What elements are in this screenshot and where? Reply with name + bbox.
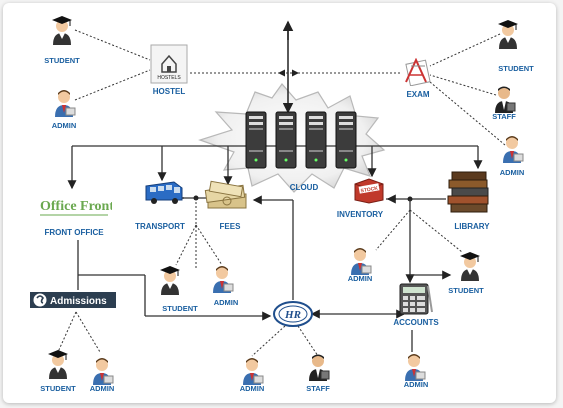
admissions-logo-text: Admissions xyxy=(50,296,107,307)
admin-label: ADMIN xyxy=(239,384,265,393)
exam-icon[interactable] xyxy=(402,58,432,86)
admissions-logo[interactable]: Admissions xyxy=(30,290,116,310)
library-label: LIBRARY xyxy=(454,222,490,231)
student-person-icon xyxy=(160,266,180,295)
office-front-logo[interactable]: Office Front xyxy=(38,190,112,218)
staff-person-icon xyxy=(495,86,516,113)
stock-sign-text: STOCK xyxy=(360,185,379,194)
admin-label: ADMIN xyxy=(51,121,77,130)
student-label: STUDENT xyxy=(498,64,534,73)
office-front-logo-text: Office Front xyxy=(40,199,112,214)
books-icon[interactable] xyxy=(446,170,492,214)
admin-label: ADMIN xyxy=(403,380,429,389)
admin-person-icon xyxy=(93,358,114,385)
admin-person-icon xyxy=(405,354,426,381)
student-label: STUDENT xyxy=(40,384,76,393)
student-person-icon xyxy=(48,350,68,379)
admin-label: ADMIN xyxy=(347,274,373,283)
admin-label: ADMIN xyxy=(89,384,115,393)
admin-person-icon xyxy=(503,136,524,163)
inventory-label: INVENTORY xyxy=(336,210,384,219)
hr-logo-icon[interactable]: HR xyxy=(272,300,314,328)
admin-label: ADMIN xyxy=(213,298,239,307)
student-person-icon xyxy=(52,16,72,45)
hostel-label: HOSTEL xyxy=(152,87,186,96)
student-person-icon xyxy=(460,252,480,281)
student-label: STUDENT xyxy=(44,56,80,65)
admin-person-icon xyxy=(213,266,234,293)
exam-label: EXAM xyxy=(406,90,430,99)
front-office-label: FRONT OFFICE xyxy=(44,228,104,237)
bus-icon[interactable] xyxy=(144,178,184,206)
staff-person-icon xyxy=(309,354,330,381)
admin-person-icon xyxy=(351,248,372,275)
cloud-label: CLOUD xyxy=(289,183,319,192)
staff-label: STAFF xyxy=(492,112,516,121)
calculator-icon[interactable] xyxy=(398,282,434,316)
money-stack-icon[interactable] xyxy=(204,180,250,212)
fees-label: FEES xyxy=(219,222,241,231)
admin-label: ADMIN xyxy=(499,168,525,177)
admin-person-icon xyxy=(55,90,76,117)
transport-label: TRANSPORT xyxy=(135,222,185,231)
server-rack-icon xyxy=(245,111,357,169)
student-person-icon xyxy=(498,20,518,49)
hostel-sign-text: HOSTELS xyxy=(157,75,181,81)
admin-person-icon xyxy=(243,358,264,385)
stock-box-icon[interactable]: STOCK xyxy=(352,176,386,204)
hostel-sign-icon[interactable]: HOSTELS xyxy=(150,44,188,84)
staff-label: STAFF xyxy=(306,384,330,393)
hr-logo-text: HR xyxy=(284,309,301,321)
accounts-label: ACCOUNTS xyxy=(393,318,439,327)
student-label: STUDENT xyxy=(162,304,198,313)
student-label: STUDENT xyxy=(448,286,484,295)
